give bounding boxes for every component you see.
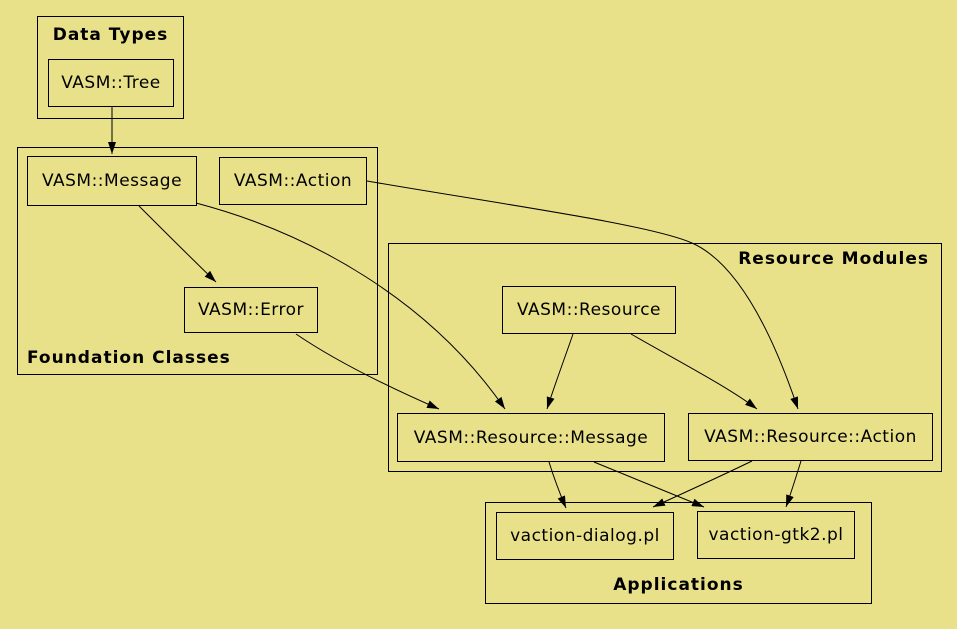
node-vasm-message-label: VASM::Message <box>41 171 183 191</box>
node-vaction-dialog-label: vaction-dialog.pl <box>510 526 660 546</box>
node-vasm-resource: VASM::Resource <box>502 286 676 334</box>
node-vasm-resource-action: VASM::Resource::Action <box>688 413 933 461</box>
cluster-data-types-label: Data Types <box>52 25 169 45</box>
cluster-applications-label: Applications <box>613 575 744 595</box>
node-vasm-error: VASM::Error <box>184 287 318 333</box>
node-vasm-message: VASM::Message <box>27 156 197 206</box>
node-vasm-tree: VASM::Tree <box>48 59 174 107</box>
cluster-applications: Applications <box>485 502 872 604</box>
cluster-resource-modules-label: Resource Modules <box>738 249 929 269</box>
node-vasm-action: VASM::Action <box>219 157 367 205</box>
node-vasm-tree-label: VASM::Tree <box>61 73 161 93</box>
cluster-foundation-classes-label: Foundation Classes <box>27 348 231 368</box>
cluster-data-types: Data Types <box>37 16 184 119</box>
node-vasm-resource-action-label: VASM::Resource::Action <box>704 427 917 447</box>
node-vasm-action-label: VASM::Action <box>233 171 353 191</box>
cluster-foundation-classes: Foundation Classes <box>17 147 378 375</box>
node-vasm-error-label: VASM::Error <box>197 300 305 320</box>
node-vaction-gtk2: vaction-gtk2.pl <box>697 511 855 559</box>
node-vaction-dialog: vaction-dialog.pl <box>496 512 674 560</box>
node-vasm-resource-message: VASM::Resource::Message <box>397 413 665 462</box>
node-vasm-resource-message-label: VASM::Resource::Message <box>413 427 649 448</box>
cluster-resource-modules: Resource Modules <box>388 243 942 472</box>
node-vaction-gtk2-label: vaction-gtk2.pl <box>708 525 844 545</box>
node-vasm-resource-label: VASM::Resource <box>516 300 662 320</box>
